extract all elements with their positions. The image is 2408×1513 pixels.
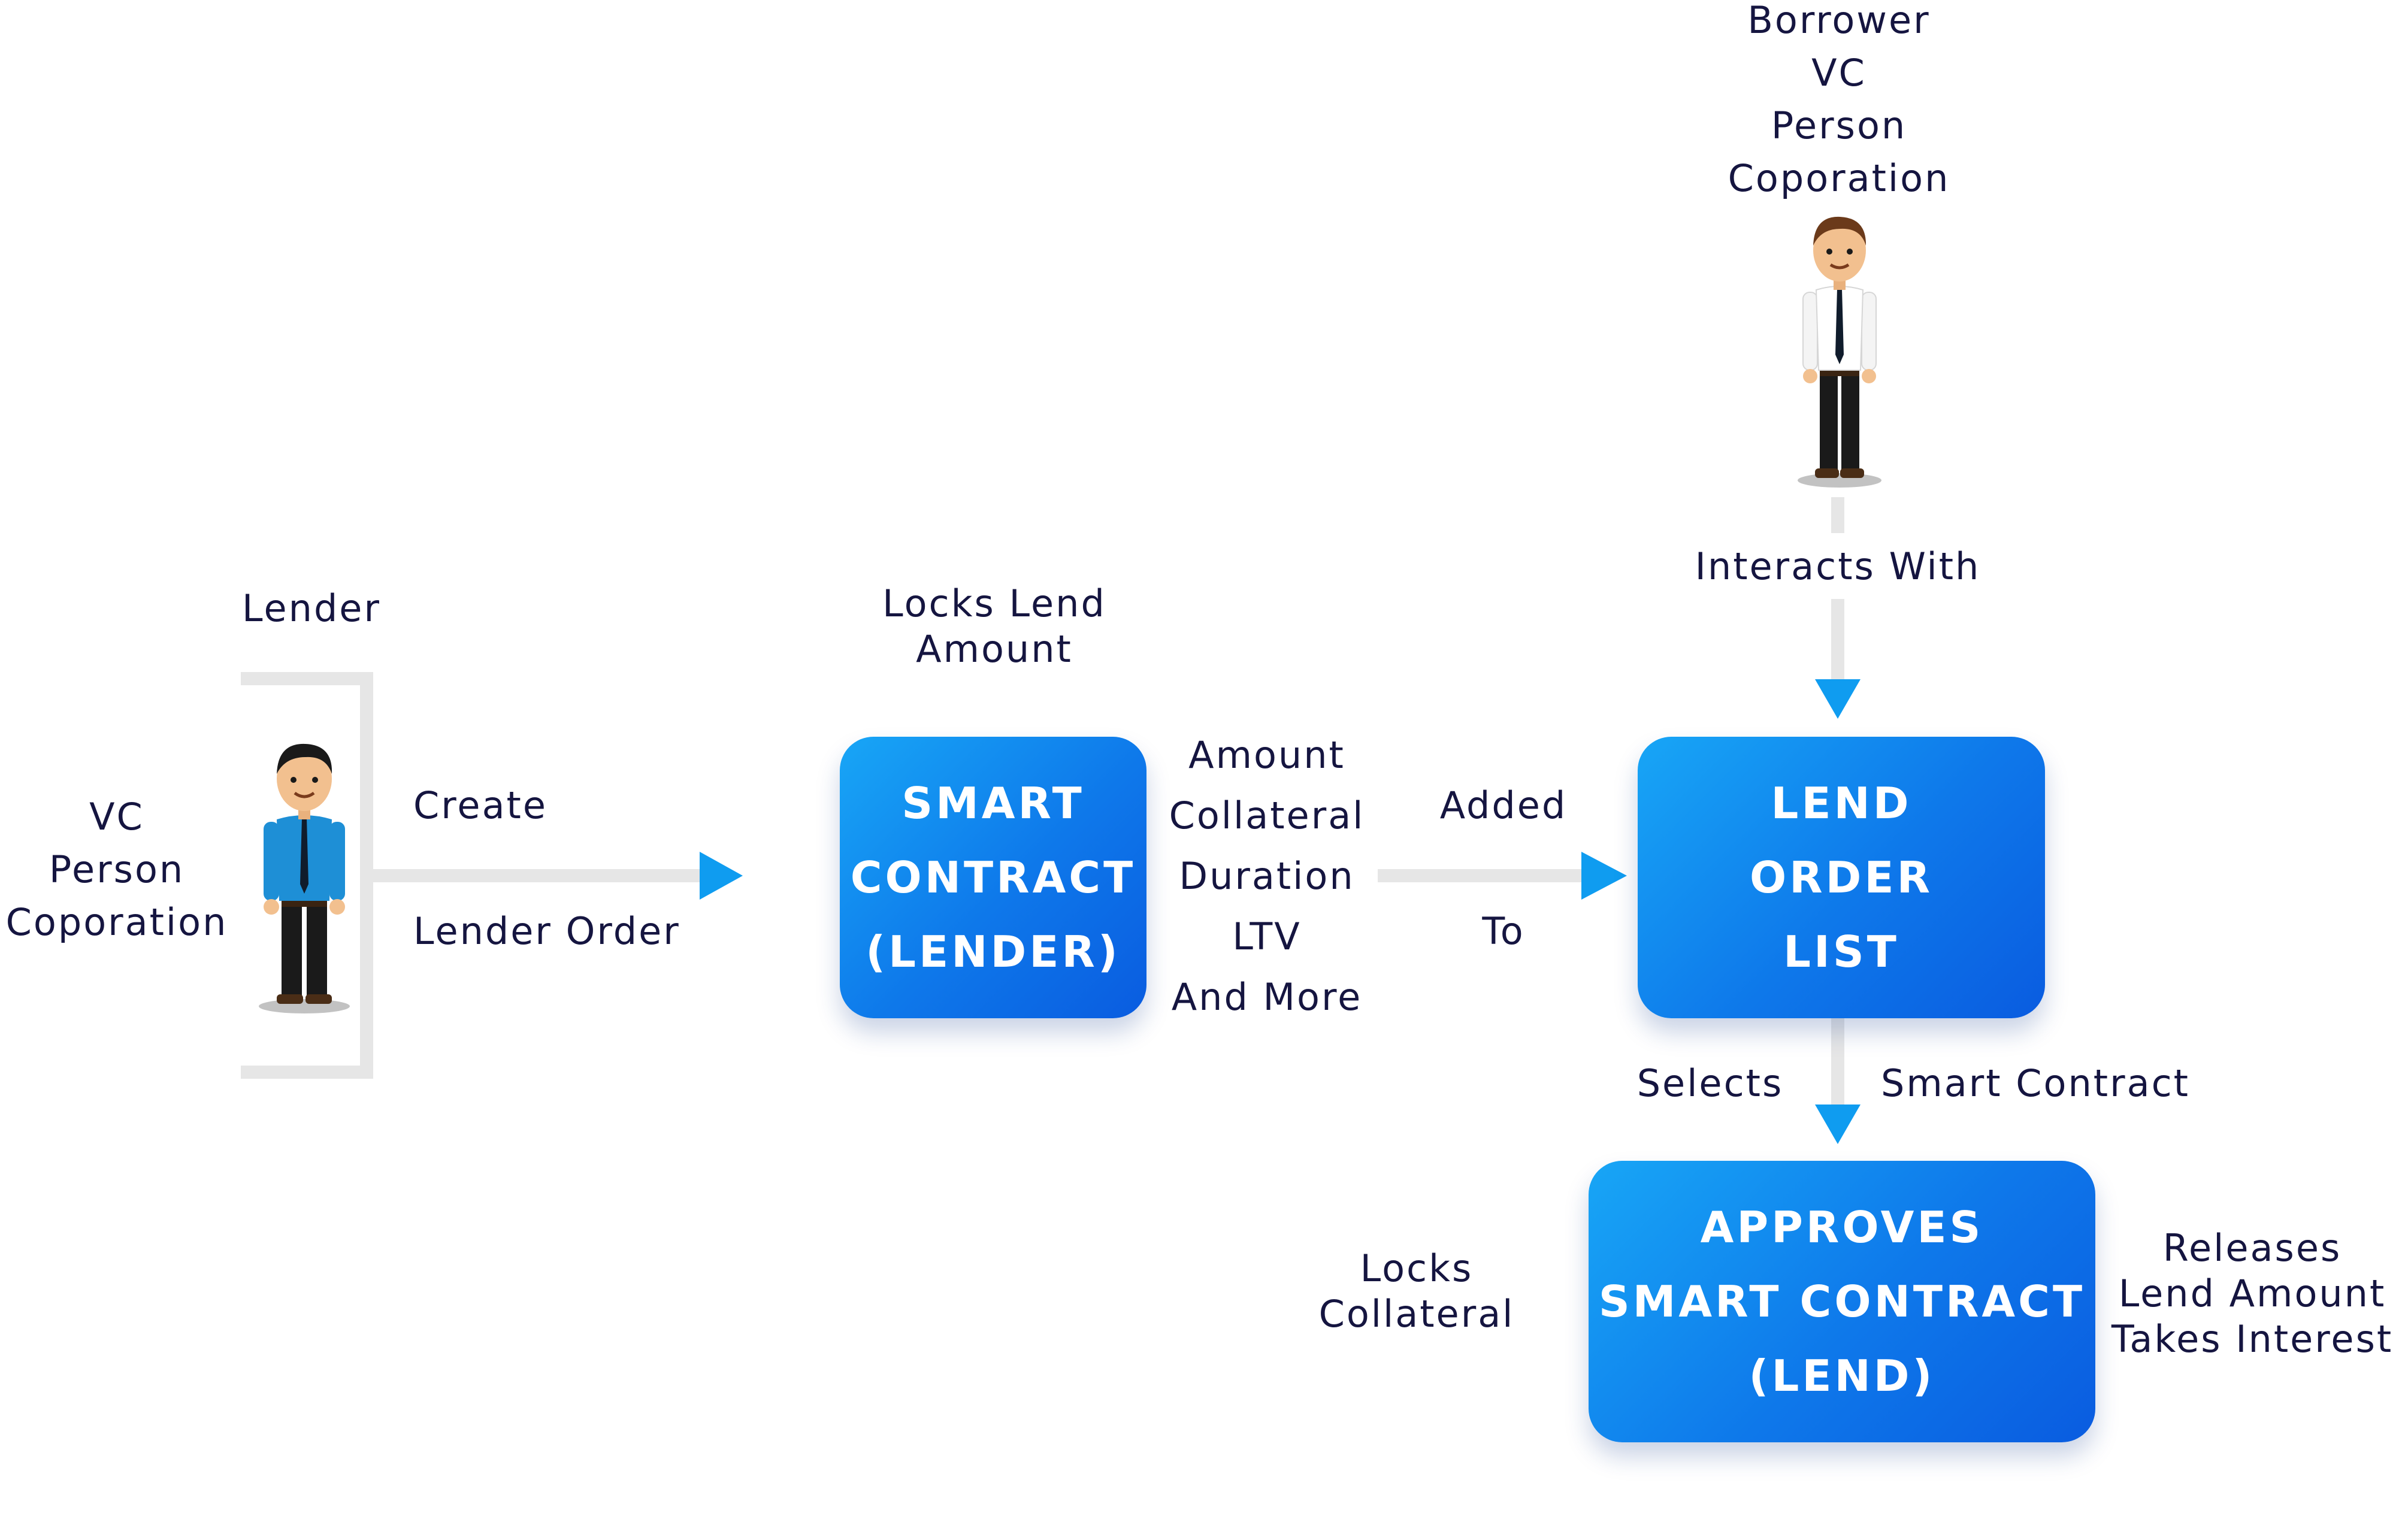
approves-line-3: (LEND) xyxy=(1748,1351,1935,1401)
amount-line: Amount xyxy=(916,627,1073,671)
to-label: To xyxy=(1482,909,1525,953)
lender-type-person: Person xyxy=(49,848,185,891)
contract-params-list: Amount Collateral Duration LTV And More xyxy=(1156,725,1378,1027)
added-label: Added xyxy=(1439,783,1568,827)
param-and-more: And More xyxy=(1171,975,1363,1019)
added-to-arrowhead xyxy=(1581,852,1627,900)
lend-order-list-box[interactable]: LEND ORDER LIST xyxy=(1638,737,2045,1018)
lender-type-corporation: Coporation xyxy=(5,900,228,944)
releases-line: Releases xyxy=(2162,1226,2342,1270)
approves-smart-contract-box[interactable]: APPROVES SMART CONTRACT (LEND) xyxy=(1589,1161,2095,1442)
smart-contract-label: Smart Contract xyxy=(1881,1061,2190,1105)
lender-title: Lender xyxy=(242,586,381,630)
lend-order-list-line-3: LIST xyxy=(1783,927,1899,977)
borrower-types: Borrower VC Person Coporation xyxy=(1689,0,1989,205)
lender-person-icon xyxy=(259,743,350,1013)
locks-lend-line: Locks Lend xyxy=(882,582,1106,625)
takes-interest-line: Takes Interest xyxy=(2111,1317,2394,1361)
lend-amount-line: Lend Amount xyxy=(2118,1272,2386,1315)
interacts-with-label: Interacts With xyxy=(1658,548,2017,585)
smart-contract-lender-box[interactable]: SMART CONTRACT (LENDER) xyxy=(840,737,1146,1018)
borrower-type-vc: VC xyxy=(1811,51,1866,95)
lend-order-list-line-1: LEND xyxy=(1771,778,1912,828)
selects-label: Selects xyxy=(1636,1061,1784,1105)
locks-collateral-label: Locks Collateral xyxy=(1306,1246,1527,1337)
borrower-title: Borrower xyxy=(1747,0,1931,42)
lender-type-vc: VC xyxy=(89,795,144,839)
lender-order-label: Lender Order xyxy=(413,909,680,953)
approves-line-1: APPROVES xyxy=(1700,1202,1984,1252)
smart-contract-lender-line-1: SMART xyxy=(902,778,1085,828)
interacts-arrowhead xyxy=(1815,679,1861,719)
param-duration: Duration xyxy=(1179,854,1355,898)
releases-label: Releases Lend Amount Takes Interest xyxy=(2103,1225,2402,1362)
param-collateral: Collateral xyxy=(1169,794,1365,837)
lend-order-list-line-2: ORDER xyxy=(1749,852,1934,903)
param-amount: Amount xyxy=(1188,733,1345,777)
borrower-person-icon xyxy=(1798,216,1881,488)
locks-line: Locks xyxy=(1360,1246,1474,1290)
lender-types: VC Person Coporation xyxy=(0,791,234,949)
smart-contract-lender-line-3: (LENDER) xyxy=(866,927,1121,977)
collateral-line: Collateral xyxy=(1318,1292,1515,1336)
borrower-type-person: Person xyxy=(1771,104,1907,147)
locks-lend-amount-label: Locks Lend Amount xyxy=(839,581,1150,672)
create-order-arrowhead xyxy=(700,852,743,900)
create-label: Create xyxy=(413,783,548,827)
selects-arrowhead xyxy=(1815,1105,1861,1144)
borrower-type-corporation: Coporation xyxy=(1728,156,1950,200)
approves-line-2: SMART CONTRACT xyxy=(1598,1276,2086,1327)
param-ltv: LTV xyxy=(1232,915,1302,958)
smart-contract-lender-line-2: CONTRACT xyxy=(850,852,1136,903)
